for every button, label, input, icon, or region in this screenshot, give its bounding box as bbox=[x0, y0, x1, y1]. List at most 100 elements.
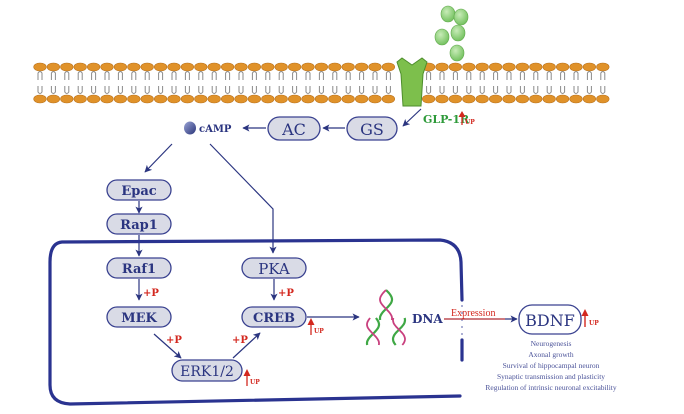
lipid-head bbox=[555, 62, 570, 72]
lipid-tail bbox=[265, 86, 271, 94]
node-bdnf: BDNF bbox=[518, 304, 582, 335]
lipid-head bbox=[462, 62, 476, 72]
lipid-tail bbox=[117, 71, 123, 80]
lipid-tail bbox=[506, 86, 512, 94]
lipid-head bbox=[60, 62, 74, 72]
dna-strand bbox=[379, 289, 393, 321]
lipid-tail bbox=[359, 71, 365, 80]
lipid-tail bbox=[158, 71, 164, 80]
phospho-label-raf1-mek: +P bbox=[143, 288, 159, 299]
bdnf-effects-list: Neurogenesis Axonal growth Survival of h… bbox=[485, 339, 616, 392]
glp1-ligand-molecule bbox=[453, 8, 469, 26]
lipid-tail bbox=[91, 86, 97, 94]
lipid-tail bbox=[546, 86, 552, 94]
lipid-tail bbox=[493, 86, 499, 94]
lipid-head bbox=[247, 94, 261, 104]
lipid-tail bbox=[332, 86, 338, 94]
lipid-tail bbox=[506, 71, 512, 80]
lipid-head bbox=[368, 62, 382, 72]
erk-up-label: UP bbox=[250, 379, 260, 386]
lipid-head bbox=[221, 62, 235, 72]
lipid-head bbox=[381, 94, 396, 104]
lipid-tail bbox=[50, 71, 56, 80]
lipid-head bbox=[288, 94, 302, 104]
lipid-head bbox=[167, 94, 181, 104]
node-rap1: Rap1 bbox=[106, 213, 172, 235]
lipid-tail bbox=[251, 86, 257, 94]
dna-strand bbox=[366, 317, 380, 346]
lipid-tail bbox=[372, 71, 378, 80]
lipid-head bbox=[113, 94, 127, 104]
node-bdnf-label: BDNF bbox=[525, 311, 575, 330]
phospho-label-erk-creb: +P bbox=[232, 335, 248, 346]
lipid-tail bbox=[479, 71, 485, 80]
lipid-tail bbox=[184, 71, 190, 80]
node-pka-label: PKA bbox=[258, 260, 290, 278]
lipid-tail bbox=[64, 86, 70, 94]
lipid-head bbox=[261, 62, 275, 72]
lipid-tail bbox=[91, 71, 97, 80]
lipid-head bbox=[582, 94, 597, 104]
lipid-tail bbox=[37, 71, 43, 80]
lipid-head bbox=[73, 62, 87, 72]
bdnf-effect: Regulation of intrinsic neuronal excitab… bbox=[485, 383, 616, 392]
lipid-head bbox=[489, 62, 503, 72]
lipid-head bbox=[462, 94, 476, 104]
lipid-head bbox=[288, 62, 302, 72]
lipid-tail bbox=[359, 86, 365, 94]
dna-helix-icon bbox=[365, 289, 407, 346]
erk-up-arrow-icon bbox=[243, 369, 251, 386]
lipid-head bbox=[542, 62, 556, 72]
lipid-tail bbox=[519, 86, 525, 94]
lipid-tail bbox=[318, 71, 324, 80]
creb-up-label: UP bbox=[314, 328, 324, 335]
lipid-tail bbox=[479, 86, 485, 94]
bdnf-effect: Survival of hippocampal neuron bbox=[503, 361, 600, 370]
receptor-up-label: UP bbox=[465, 119, 475, 126]
glp1-ligand-molecule bbox=[440, 5, 456, 23]
lipid-head bbox=[381, 62, 396, 72]
lipid-head bbox=[596, 62, 610, 72]
lipid-tail bbox=[131, 86, 137, 94]
lipid-head bbox=[301, 94, 315, 104]
lipid-head bbox=[234, 62, 248, 72]
lipid-tail bbox=[573, 86, 579, 94]
lipid-head bbox=[167, 62, 181, 72]
node-mek: MEK bbox=[106, 306, 172, 328]
lipid-tail bbox=[519, 71, 525, 80]
lipid-head bbox=[33, 62, 47, 72]
lipid-tail bbox=[278, 71, 284, 80]
lipid-head bbox=[154, 94, 168, 104]
lipid-tail bbox=[573, 71, 579, 80]
lipid-head bbox=[154, 62, 168, 72]
lipid-tail bbox=[318, 86, 324, 94]
dna-strand bbox=[378, 289, 394, 321]
lipid-head bbox=[46, 62, 61, 72]
phospho-label-pka-creb: +P bbox=[278, 288, 294, 299]
lipid-tail bbox=[466, 71, 472, 80]
node-epac-label: Epac bbox=[121, 184, 156, 199]
lipid-head bbox=[127, 62, 141, 72]
lipid-tail bbox=[144, 71, 150, 80]
lipid-head bbox=[569, 62, 583, 72]
lipid-head bbox=[221, 94, 235, 104]
lipid-tail bbox=[225, 86, 231, 94]
arrow-mek-to-erk bbox=[153, 333, 182, 359]
lipid-tail bbox=[158, 86, 164, 94]
lipid-tail bbox=[198, 86, 204, 94]
lipid-head bbox=[46, 94, 61, 104]
lipid-head bbox=[207, 62, 221, 72]
lipid-head bbox=[33, 94, 47, 104]
lipid-head bbox=[100, 62, 114, 72]
arrow-camp-to-pka bbox=[209, 143, 277, 254]
lipid-head bbox=[113, 62, 127, 72]
lipid-head bbox=[435, 94, 449, 104]
lipid-head bbox=[529, 62, 543, 72]
lipid-tail bbox=[533, 86, 539, 94]
lipid-tail bbox=[198, 71, 204, 80]
receptor-up-arrow-icon bbox=[458, 111, 466, 125]
lipid-head bbox=[355, 94, 369, 104]
lipid-tail bbox=[278, 86, 284, 94]
lipid-head bbox=[422, 94, 436, 104]
